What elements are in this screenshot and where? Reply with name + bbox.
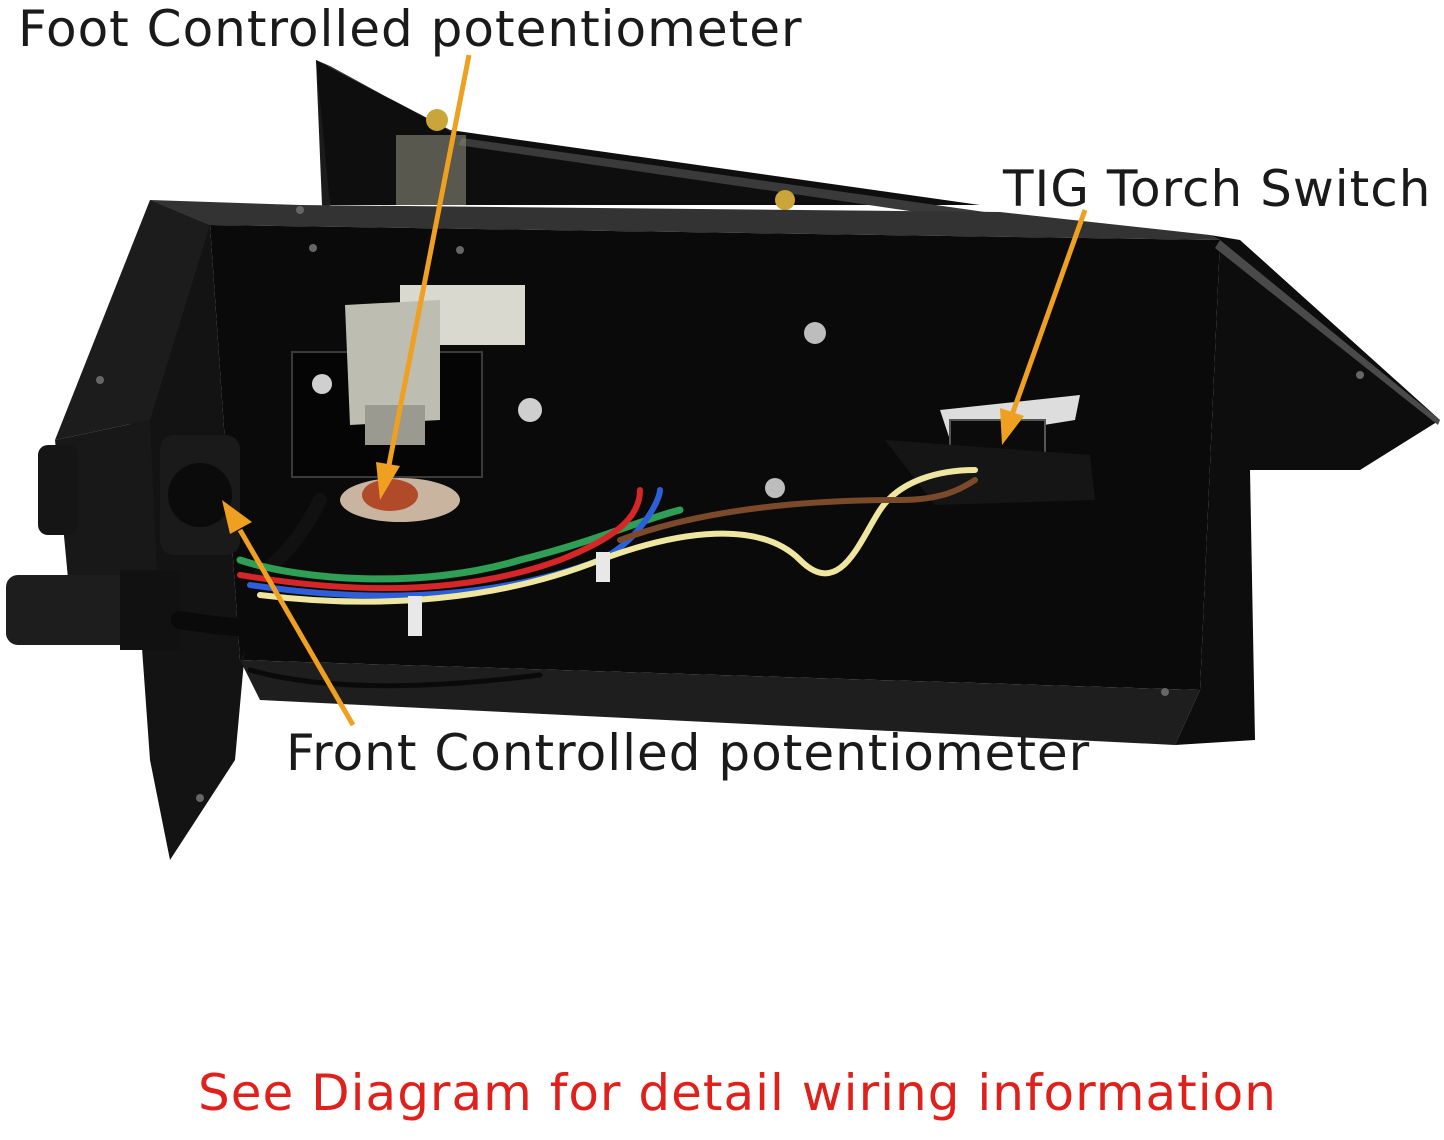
arrow-front-pot bbox=[222, 500, 356, 727]
wiring-note: See Diagram for detail wiring informatio… bbox=[198, 1064, 1277, 1122]
pot-bracket bbox=[291, 285, 525, 478]
housing-right-panel bbox=[1175, 235, 1440, 745]
tig-switch-label: TIG Torch Switch bbox=[1003, 160, 1432, 218]
foot-pot-label: Foot Controlled potentiometer bbox=[18, 0, 803, 58]
wiring bbox=[171, 467, 978, 689]
arrow-foot-pot bbox=[376, 54, 472, 500]
front-pot-label: Front Controlled potentiometer bbox=[286, 724, 1091, 782]
front-knob bbox=[38, 435, 240, 555]
micro-switch bbox=[885, 395, 1095, 505]
screws bbox=[96, 206, 1364, 802]
arrow-tig-switch bbox=[1000, 209, 1088, 445]
cable-gland bbox=[6, 570, 180, 650]
rear-pedal-plate bbox=[316, 60, 985, 222]
